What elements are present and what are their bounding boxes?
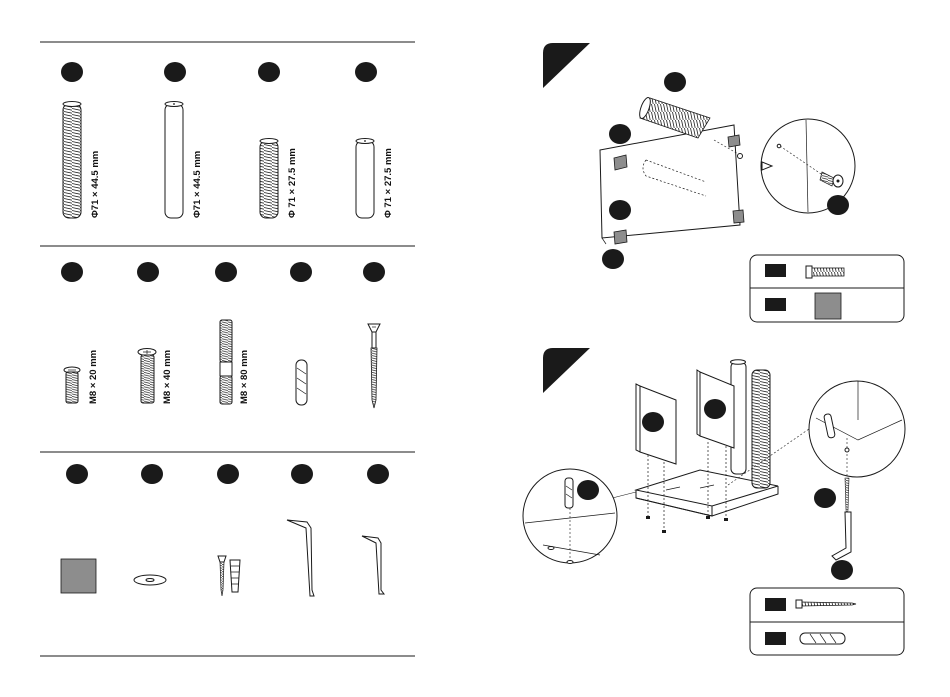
long-screw-icon	[368, 324, 380, 408]
parts-list: Φ71 × 44.5 mm Φ71 × 44.5 mm Φ 71 × 27.5 …	[40, 42, 415, 656]
threaded-column-icon	[63, 102, 81, 219]
part-number-marker	[367, 464, 389, 484]
part-label: Φ71 × 44.5 mm	[192, 151, 203, 218]
bolt-short-icon	[64, 367, 80, 403]
step-1-legend	[750, 255, 904, 322]
part-number-badge	[765, 264, 786, 277]
parts-row-2: M8 × 20 mm M8 × 40 mm M8 × 80 mm	[61, 262, 385, 408]
part-number-marker	[137, 262, 159, 282]
part-marker	[609, 200, 631, 220]
part-number-marker	[363, 262, 385, 282]
washer-icon	[134, 575, 166, 585]
part-number-marker	[61, 62, 83, 82]
smooth-column-short-icon	[356, 139, 374, 219]
threaded-rod-icon	[220, 320, 232, 404]
bolt-medium-icon	[138, 349, 156, 404]
part-number-badge	[765, 632, 786, 645]
step-2	[523, 348, 905, 655]
wall-anchor-set-icon	[218, 556, 240, 596]
dowel-icon	[800, 633, 845, 644]
felt-pad-icon	[61, 559, 96, 593]
detail-zoom	[761, 119, 855, 215]
wooden-dowel-icon	[296, 360, 307, 405]
part-number-marker	[290, 262, 312, 282]
step-2-legend	[750, 588, 904, 655]
smooth-column-icon	[165, 102, 183, 219]
threaded-column-short-icon	[260, 139, 278, 219]
allen-key-icon	[832, 512, 851, 560]
part-number-marker	[164, 62, 186, 82]
part-label: Φ 71 × 27.5 mm	[383, 148, 394, 218]
allen-key-small-icon	[362, 536, 384, 594]
part-marker	[602, 249, 624, 269]
part-label: M8 × 20 mm	[88, 350, 99, 404]
step-number-badge	[543, 348, 590, 393]
part-marker	[704, 399, 726, 419]
part-number-badge	[765, 598, 786, 611]
part-marker	[664, 72, 686, 92]
part-label: Φ71 × 44.5 mm	[90, 151, 101, 218]
felt-pad-icon	[815, 293, 841, 319]
detail-zoom	[523, 469, 617, 564]
part-number-marker	[141, 464, 163, 484]
step-1	[543, 43, 904, 322]
part-number-marker	[291, 464, 313, 484]
part-number-marker	[61, 262, 83, 282]
part-marker	[609, 124, 631, 144]
column-drawing	[731, 360, 771, 488]
part-number-marker	[217, 464, 239, 484]
part-number-badge	[765, 298, 786, 311]
part-label: M8 × 80 mm	[239, 350, 250, 404]
part-marker	[642, 412, 664, 432]
part-label: Φ 71 × 27.5 mm	[287, 148, 298, 218]
allen-key-large-icon	[287, 520, 314, 596]
column-drawing	[637, 96, 710, 138]
parts-row-1: Φ71 × 44.5 mm Φ71 × 44.5 mm Φ 71 × 27.5 …	[61, 62, 394, 218]
part-number-marker	[215, 262, 237, 282]
part-number-marker	[258, 62, 280, 82]
part-marker	[814, 488, 836, 508]
bolt-icon	[806, 266, 844, 278]
part-number-marker	[66, 464, 88, 484]
part-number-marker	[355, 62, 377, 82]
step-number-badge	[543, 43, 590, 88]
part-label: M8 × 40 mm	[162, 350, 173, 404]
part-marker	[831, 560, 853, 580]
detail-zoom	[809, 381, 905, 478]
parts-row-3	[61, 464, 389, 596]
